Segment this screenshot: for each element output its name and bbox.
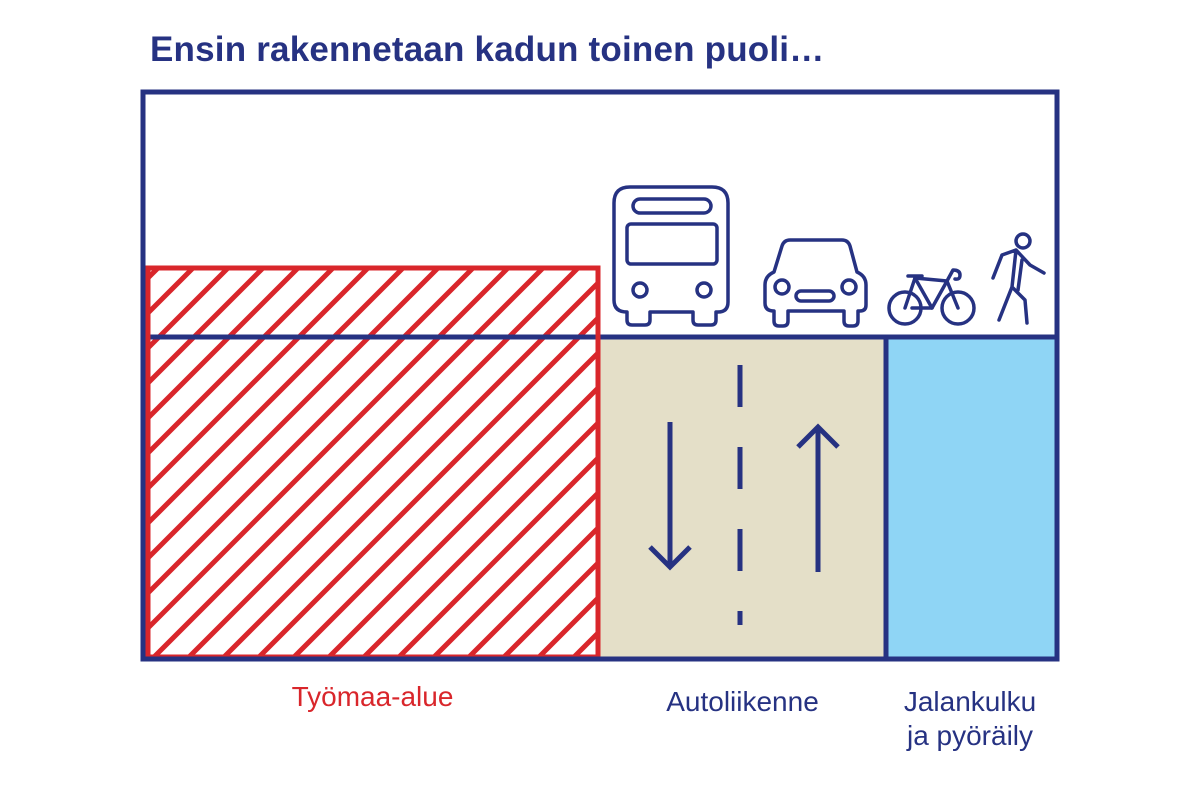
hatch-line: [429, 488, 599, 658]
pedestrian-label-line2: ja pyöräily: [906, 720, 1034, 751]
work-area-hatch: [146, 266, 599, 658]
traffic-label: Autoliikenne: [666, 686, 819, 717]
hatch-line: [534, 593, 599, 658]
car-icon: [763, 238, 868, 328]
hatch-line: [499, 558, 599, 658]
bicycle-icon: [887, 268, 976, 326]
hatch-line: [146, 266, 339, 459]
pedestrian-label: Jalankulku ja pyöräily: [870, 685, 1070, 753]
hatch-line: [254, 313, 599, 658]
hatch-line: [146, 266, 269, 389]
pedestrian-label-line1: Jalankulku: [903, 686, 1037, 717]
hatch-line: [146, 266, 479, 599]
hatch-line: [146, 266, 409, 529]
hatch-line: [146, 266, 374, 494]
outer-frame: [140, 89, 1060, 662]
hatch-line: [146, 266, 234, 354]
page-title: Ensin rakennetaan kadun toinen puoli…: [150, 30, 825, 69]
hatch-line: [184, 266, 584, 658]
hatch-line: [289, 348, 599, 658]
hatch-line: [219, 278, 599, 658]
bus-icon: [612, 185, 730, 327]
sidewalk-area: [886, 337, 1057, 658]
hatch-line: [146, 266, 514, 634]
pedestrian-icon: [991, 232, 1046, 325]
hatch-line: [324, 383, 599, 658]
hatch-line: [394, 453, 599, 658]
arrow-up-icon: [796, 423, 840, 572]
hatch-line: [149, 266, 549, 658]
arrow-down-icon: [648, 422, 692, 571]
hatch-line: [146, 266, 444, 564]
work-area-label: Työmaa-alue: [291, 681, 454, 712]
hatch-line: [359, 418, 599, 658]
hatch-line: [146, 266, 304, 424]
hatch-line: [464, 523, 599, 658]
